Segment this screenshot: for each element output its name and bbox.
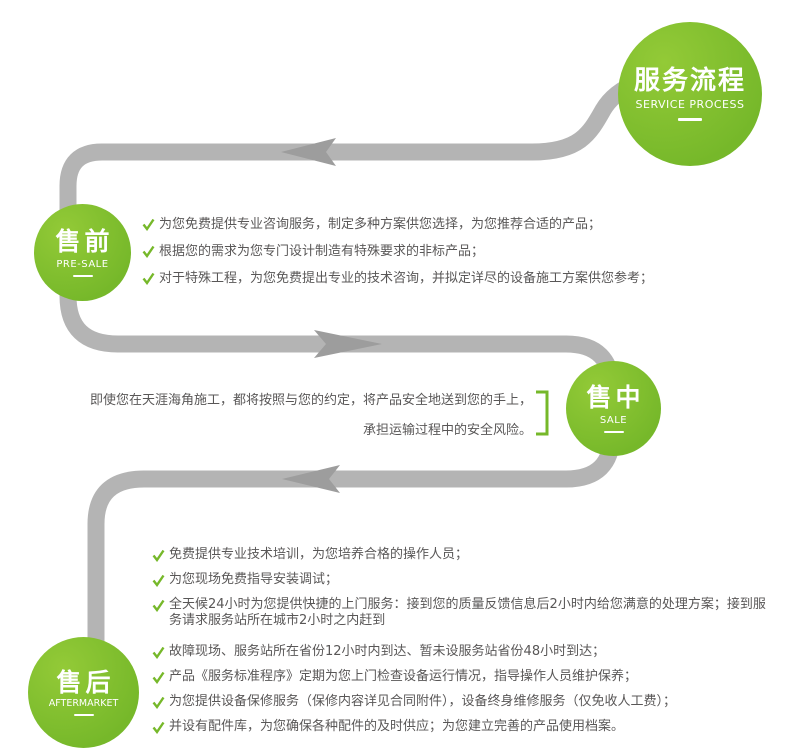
list-item: 故障现场、服务站所在省份12小时内到达、暂未设服务站省份48小时到达； [152,644,768,660]
stage-circle-aftersale: 售后 AFTERMARKET [28,637,139,748]
service-item-text: 产品《服务标准程序》定期为您上门检查设备运行情况，指导操作人员维护保养； [169,669,638,684]
check-icon [152,696,169,709]
stage-subtitle: PRE-SALE [56,258,109,270]
service-item-text: 免费提供专业技术培训，为您培养合格的操作人员； [169,547,469,562]
check-icon [142,272,159,285]
list-item: 为您现场免费指导安装调试； [152,572,768,588]
badge-subtitle: SERVICE PROCESS [635,97,745,111]
check-icon [142,218,159,231]
list-item: 产品《服务标准程序》定期为您上门检查设备运行情况，指导操作人员维护保养； [152,669,768,685]
aftersale-list: 免费提供专业技术培训，为您培养合格的操作人员； 为您现场免费指导安装调试； 全天… [152,547,768,744]
check-icon [142,245,159,258]
service-item-text: 故障现场、服务站所在省份12小时内到达、暂未设服务站省份48小时到达； [169,644,606,659]
sale-line: 承担运输过程中的安全风险。 [362,423,532,438]
stage-circle-presale: 售前 PRE-SALE [34,204,131,301]
stage-subtitle: AFTERMARKET [48,698,119,710]
list-item: 根据您的需求为您专门设计制造有特殊要求的非标产品； [142,243,782,260]
check-icon [152,721,169,734]
service-item-text: 对于特殊工程，为您免费提出专业的技术咨询，并拟定详尽的设备施工方案供您参考； [159,271,654,286]
stage-underline [603,430,624,433]
list-item: 为您免费提供专业咨询服务，制定多种方案供您选择，为您推荐合适的产品； [142,216,782,233]
list-item: 免费提供专业技术培训，为您培养合格的操作人员； [152,547,768,563]
service-item-text: 全天候24小时为您提供快捷的上门服务：接到您的质量反馈信息后2小时内给您满意的处… [169,597,766,628]
presale-list: 为您免费提供专业咨询服务，制定多种方案供您选择，为您推荐合适的产品； 根据您的需… [142,216,782,297]
check-icon [152,646,169,659]
service-item-text: 为您现场免费指导安装调试； [169,572,339,587]
flow-path [59,59,706,684]
stage-subtitle: SALE [599,414,628,426]
list-item: 为您提供设备保修服务（保修内容详见合同附件），设备终身维修服务（仅免收人工费）； [152,694,768,710]
sale-description: 即使您在天涯海角施工，都将按照与您的约定，将产品安全地送到您的手上， 承担运输过… [72,392,532,439]
sale-line: 即使您在天涯海角施工，都将按照与您的约定，将产品安全地送到您的手上， [89,393,532,408]
service-process-badge: 服务流程 SERVICE PROCESS [618,22,762,166]
stage-title: 售前 [55,227,114,257]
check-icon [152,599,169,612]
service-item-text: 为您免费提供专业咨询服务，制定多种方案供您选择，为您推荐合适的产品； [159,217,602,232]
stage-title: 售中 [586,383,645,413]
stage-circle-sale: 售中 SALE [566,361,661,456]
service-item-text: 并设有配件库，为您确保各种配件的及时供应；为您建立完善的产品使用档案。 [169,719,625,734]
service-item-text: 根据您的需求为您专门设计制造有特殊要求的非标产品； [159,244,485,259]
stage-underline [72,274,93,277]
sale-bracket-icon [536,390,549,436]
stage-title: 售后 [56,667,115,697]
arrow-right-middle-icon [314,330,382,358]
list-item: 对于特殊工程，为您免费提出专业的技术咨询，并拟定详尽的设备施工方案供您参考； [142,270,782,287]
arrow-left-bottom-icon [282,465,340,493]
check-icon [152,671,169,684]
badge-title: 服务流程 [633,66,746,97]
list-item: 全天候24小时为您提供快捷的上门服务：接到您的质量反馈信息后2小时内给您满意的处… [152,597,768,629]
check-icon [152,574,169,587]
arrow-left-top-icon [281,138,336,166]
service-item-text: 为您提供设备保修服务（保修内容详见合同附件），设备终身维修服务（仅免收人工费）； [169,694,677,709]
check-icon [152,549,169,562]
list-item: 并设有配件库，为您确保各种配件的及时供应；为您建立完善的产品使用档案。 [152,719,768,735]
badge-underline [678,117,702,121]
stage-underline [73,714,94,717]
